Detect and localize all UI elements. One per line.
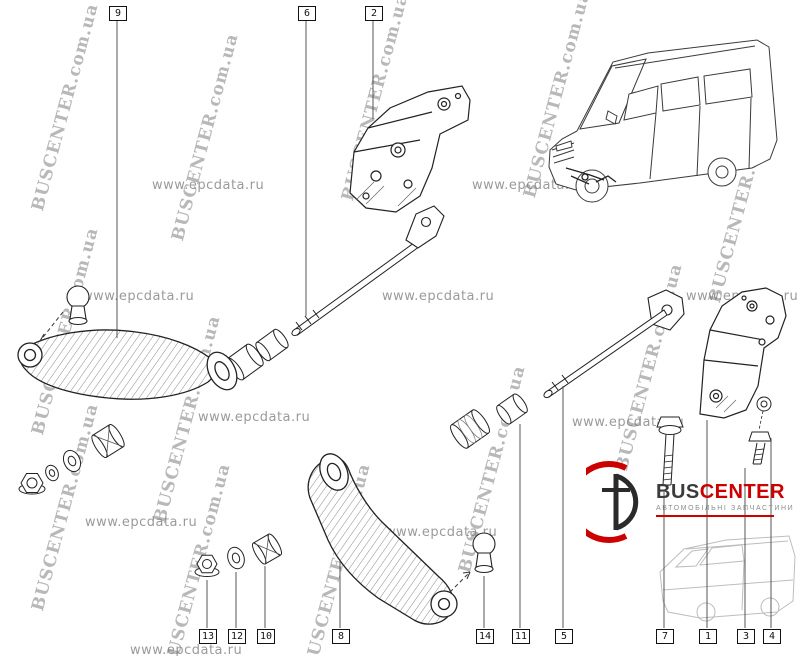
- callout-2[interactable]: 2: [365, 6, 383, 21]
- nut-lower: [194, 554, 220, 577]
- bushing-right-small: [496, 393, 528, 425]
- bushing-right-large: [450, 409, 490, 449]
- washer-left-small: [45, 464, 59, 482]
- callout-1[interactable]: 1: [699, 629, 717, 644]
- callout-6[interactable]: 6: [298, 6, 316, 21]
- watermark-epcdata: www.epcdata.ru: [382, 289, 495, 304]
- washer-left-large: [62, 449, 82, 473]
- buscenter-logo-subtitle: АВТОМОБІЛЬНІ ЗАПЧАСТИНИ: [656, 505, 795, 512]
- watermark-epcdata: www.epcdata.ru: [85, 515, 198, 530]
- callout-13[interactable]: 13: [199, 629, 218, 644]
- van-illustration: [548, 39, 778, 203]
- mounting-bracket-top: [349, 85, 471, 213]
- torsion-bar-left: [291, 239, 423, 337]
- bolt-long: [656, 416, 684, 486]
- callout-3[interactable]: 3: [737, 629, 755, 644]
- brand-primary: BUS: [656, 481, 700, 503]
- callout-8[interactable]: 8: [332, 629, 350, 644]
- callout-5[interactable]: 5: [555, 629, 573, 644]
- logo-underline: [656, 515, 774, 517]
- control-arm-lower: [307, 453, 458, 625]
- watermark-epcdata: www.epcdata.ru: [130, 643, 243, 656]
- leader-lines: [116, 21, 772, 628]
- bushing-lower: [251, 533, 283, 565]
- bolt-short-right: [748, 431, 772, 465]
- callout-9[interactable]: 9: [109, 6, 127, 21]
- bracket-right: [699, 287, 787, 419]
- ball-stud-left: [39, 285, 90, 342]
- washer-lower: [227, 546, 245, 570]
- watermark-epcdata: www.epcdata.ru: [572, 415, 685, 430]
- callout-4[interactable]: 4: [763, 629, 781, 644]
- van-sketch-small: [659, 535, 796, 622]
- buscenter-logo-wordmark: BUSCENTER: [656, 482, 794, 502]
- torsion-bar-anchor: [405, 205, 445, 249]
- watermark-epcdata: www.epcdata.ru: [82, 289, 195, 304]
- torsion-bar-right: [543, 309, 668, 399]
- ball-stud-lower: [449, 532, 496, 593]
- hardware-row-lower: [194, 533, 283, 577]
- callout-14[interactable]: 14: [476, 629, 495, 644]
- nut-left: [18, 473, 46, 495]
- watermark-epcdata: www.epcdata.ru: [385, 525, 498, 540]
- callout-10[interactable]: 10: [257, 629, 276, 644]
- brand-accent: CENTER: [699, 481, 785, 503]
- washer-stud-right: [756, 396, 772, 431]
- buscenter-logo-icon: [586, 461, 639, 543]
- control-arm-upper: [17, 329, 238, 400]
- watermark-epcdata: www.epcdata.ru: [152, 178, 265, 193]
- callout-12[interactable]: 12: [228, 629, 247, 644]
- callout-7[interactable]: 7: [656, 629, 674, 644]
- callout-11[interactable]: 11: [512, 629, 531, 644]
- buscenter-logo: BUSCENTER АВТОМОБІЛЬНІ ЗАПЧАСТИНИ: [586, 460, 794, 544]
- hardware-stack-left: [18, 423, 125, 495]
- watermark-epcdata: www.epcdata.ru: [198, 410, 311, 425]
- axle-highlight: [565, 167, 617, 185]
